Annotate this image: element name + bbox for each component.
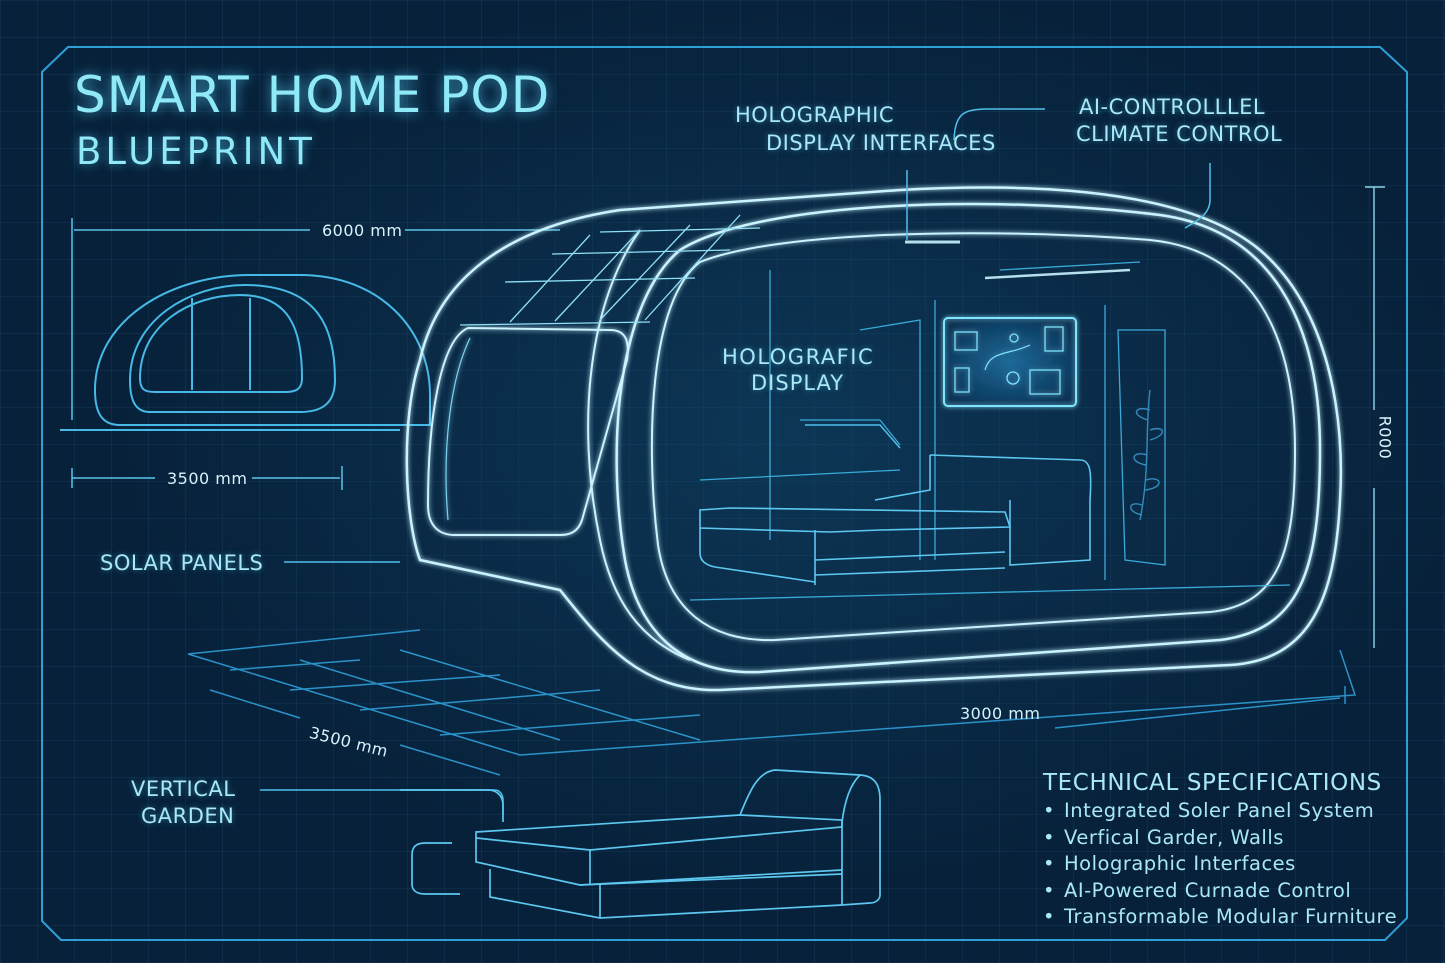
- specs-item: •Verfical Garder, Walls: [1043, 825, 1397, 852]
- callout-holographic-interfaces-line2: DISPLAY INTERFACES: [766, 131, 996, 155]
- dimension-floor-width: 3000 mm: [960, 704, 1041, 723]
- technical-specifications: TECHNICAL SPECIFICATIONS •Integrated Sol…: [1043, 770, 1397, 931]
- specs-list: •Integrated Soler Panel System •Verfical…: [1043, 798, 1397, 931]
- callout-solar-panels: SOLAR PANELS: [100, 551, 264, 575]
- callout-vertical-garden-line1: VERTICAL: [131, 777, 236, 801]
- dimension-height: R000: [1375, 415, 1395, 460]
- dimension-height: [1365, 186, 1385, 648]
- leader-lines: [260, 108, 1211, 815]
- interior-sofa: [699, 454, 1092, 585]
- bullet-icon: •: [1043, 905, 1056, 928]
- callout-climate-control-line1: AI-CONTROLLLEL: [1079, 95, 1266, 119]
- bullet-icon: •: [1043, 799, 1056, 822]
- specs-item: •Holographic Interfaces: [1043, 851, 1397, 878]
- solar-panel-grid: [459, 214, 761, 326]
- bullet-icon: •: [1043, 825, 1056, 849]
- callout-holografic-display-line2: DISPLAY: [751, 371, 845, 395]
- callout-climate-control-line2: CLIMATE CONTROL: [1076, 122, 1283, 146]
- callout-holographic-interfaces-line1: HOLOGRAPHIC: [735, 103, 894, 127]
- bullet-icon: •: [1043, 878, 1056, 902]
- pod-shell: [405, 186, 1343, 692]
- standalone-sofa: [400, 769, 881, 919]
- specs-heading: TECHNICAL SPECIFICATIONS: [1043, 770, 1382, 796]
- floor-platform: [187, 629, 1357, 776]
- dimension-side-width: 3500 mm: [167, 469, 248, 488]
- dimension-3500-side: [71, 466, 343, 490]
- dimension-6000: [71, 218, 560, 420]
- dimension-overall-length: 6000 mm: [322, 221, 403, 240]
- callout-holografic-display-line1: HOLOGRAFIC: [722, 345, 875, 369]
- pod-interior: [689, 240, 1291, 601]
- callout-vertical-garden-line2: GARDEN: [141, 804, 235, 828]
- specs-item: •AI-Powered Curnade Control: [1043, 878, 1397, 905]
- specs-item: •Integrated Soler Panel System: [1043, 798, 1397, 825]
- bullet-icon: •: [1043, 852, 1056, 875]
- side-view-pod: [60, 274, 431, 431]
- specs-item: •Transformable Modular Furniture: [1043, 904, 1397, 931]
- holographic-screen: [943, 317, 1077, 407]
- frame-border: [41, 46, 1408, 941]
- vertical-garden-plant: [1130, 389, 1164, 521]
- page-title: SMART HOME POD: [74, 66, 551, 124]
- page-subtitle: BLUEPRINT: [76, 130, 316, 173]
